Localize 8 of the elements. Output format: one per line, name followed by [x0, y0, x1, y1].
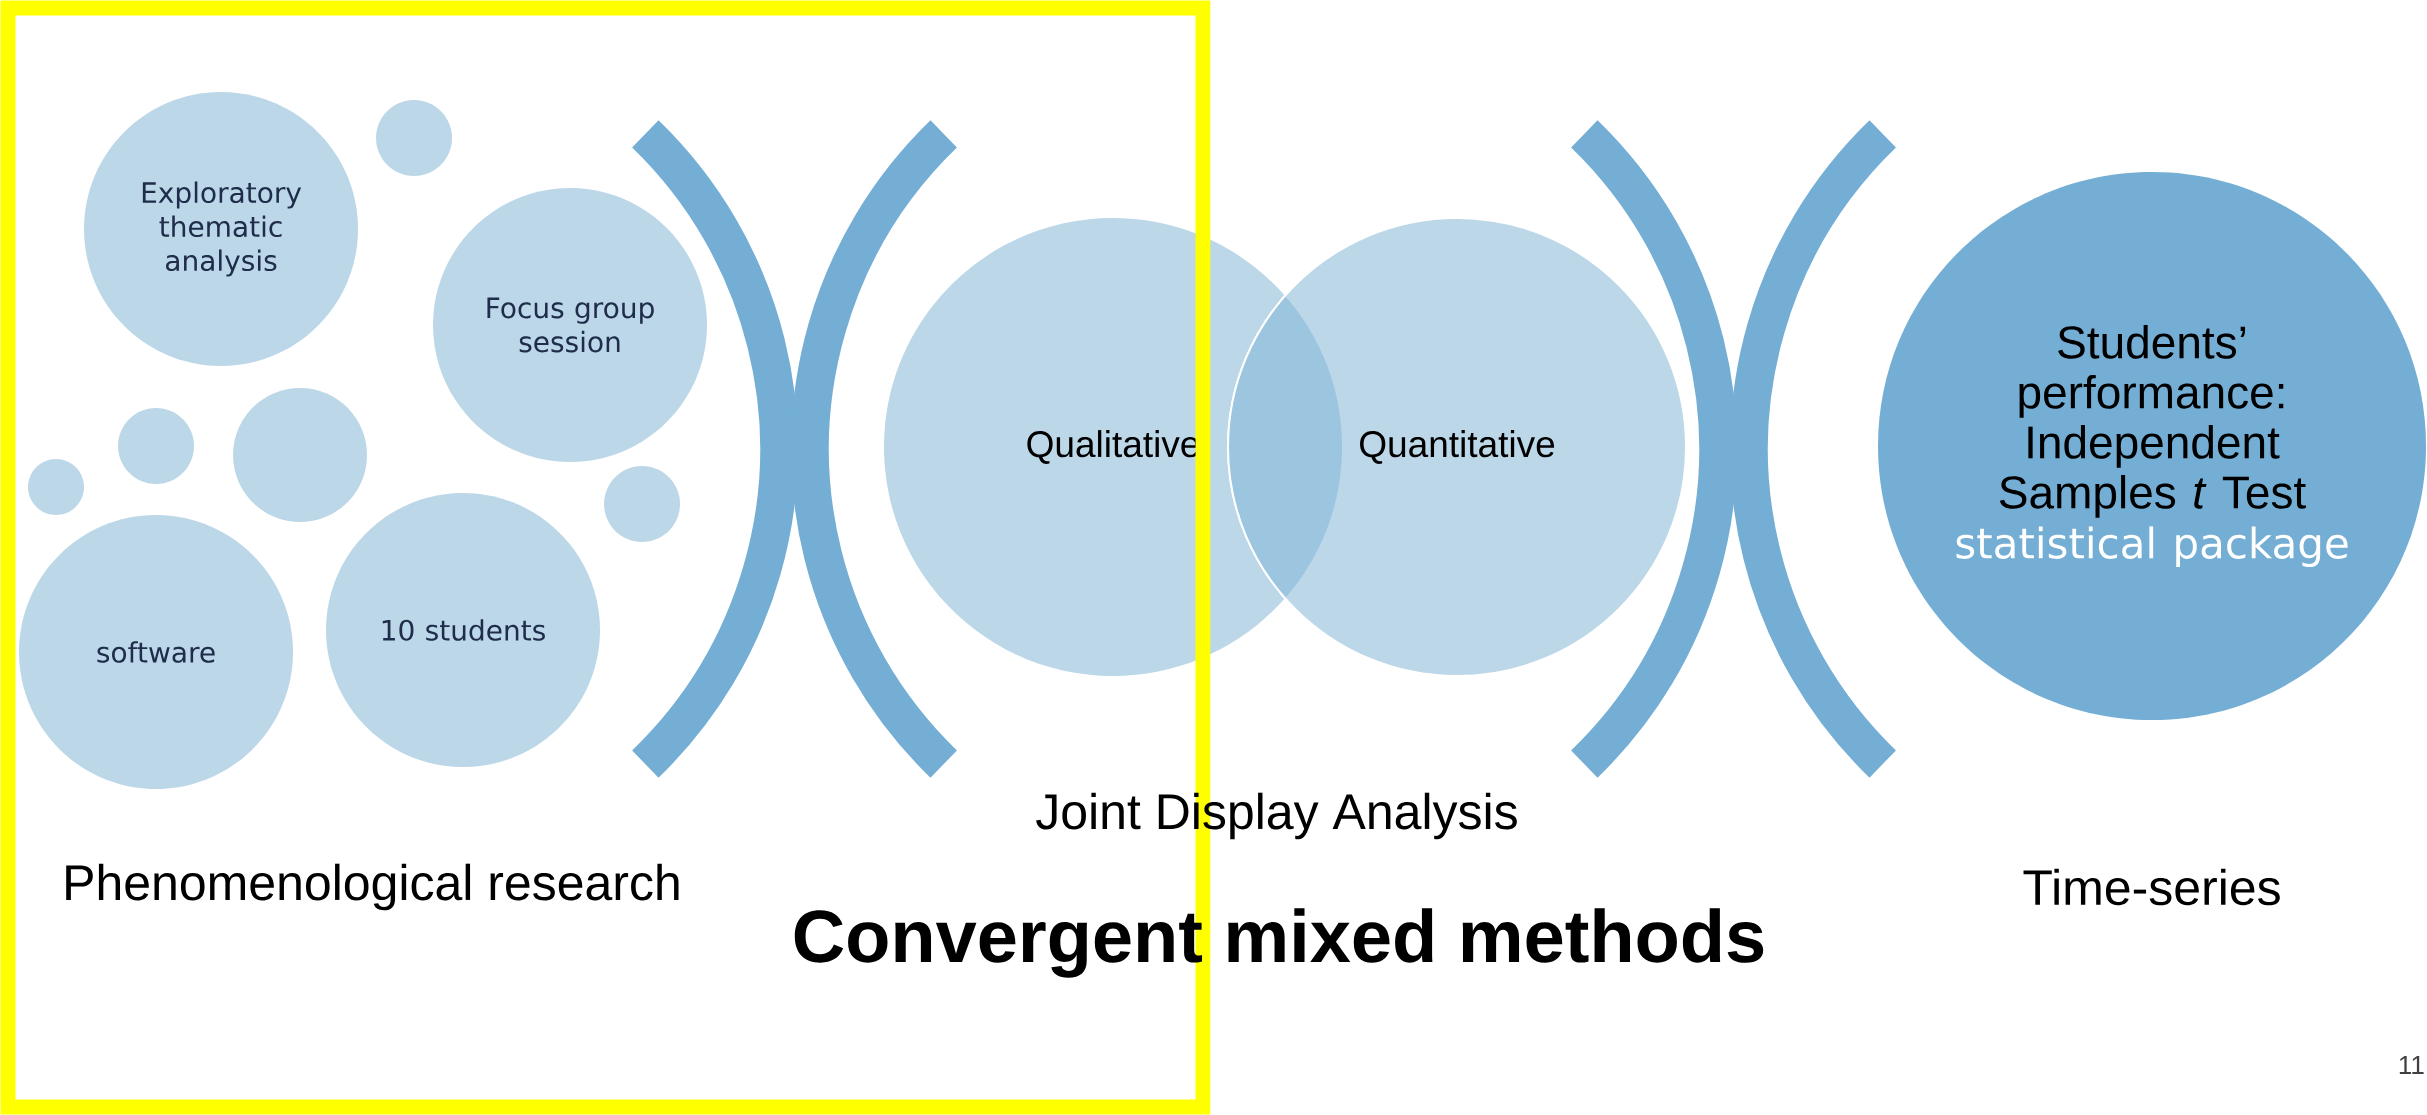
bubble [28, 459, 84, 515]
page-number: 11 [2399, 1056, 2424, 1074]
bubble [376, 100, 452, 176]
section-label: Time-series [2023, 868, 2280, 906]
section-label: Phenomenological research [66, 863, 679, 911]
bubble [233, 388, 367, 522]
bubble [604, 466, 680, 542]
bubble [118, 408, 194, 484]
